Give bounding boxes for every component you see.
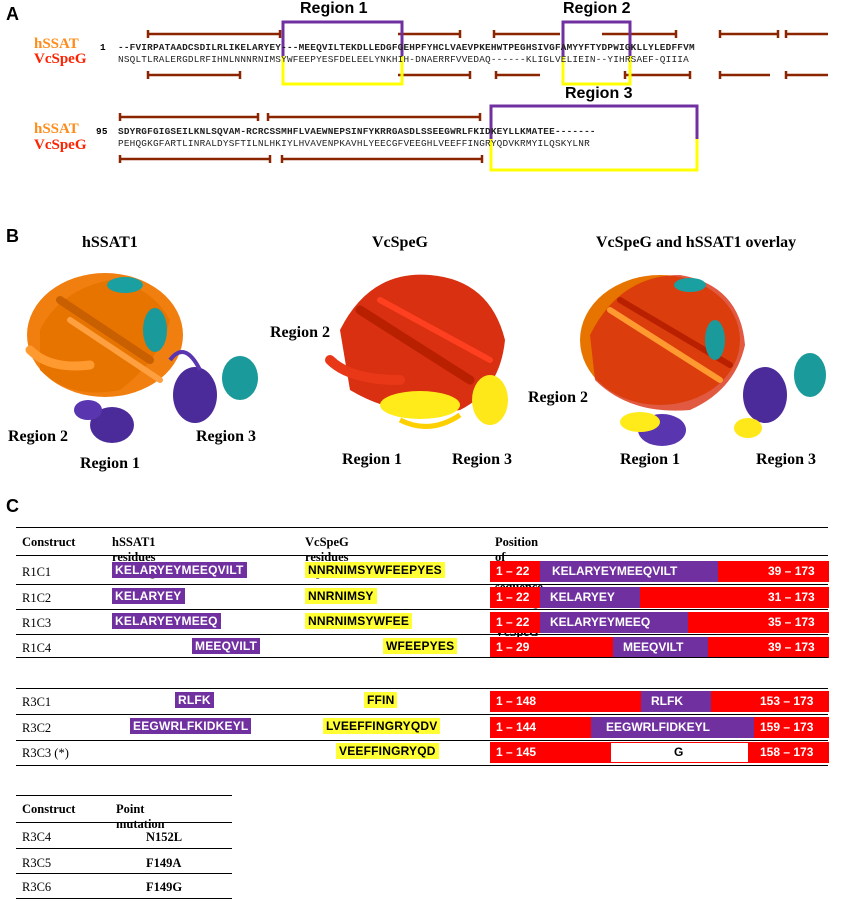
seq-name-hssat-1: hSSAT [34,36,79,52]
vcspeg-region-2-label: Region 2 [270,324,330,341]
overlay-region-1-label: Region 1 [620,451,680,468]
exchanged-residues: RLFK [175,692,214,708]
region-2-box-top [561,20,632,56]
position-right: 153 – 173 [760,694,814,708]
point-header-mutation: Point mutation [116,802,165,831]
table-row-name: R3C3 (*) [22,746,69,760]
replaced-residues: LVEEFFINGRYQDV [323,718,441,734]
point-row-name: R3C4 [22,830,52,844]
position-mid: EEGWRLFIDKEYL [606,720,710,734]
position-left: 1 – 22 [496,590,530,604]
table-row-name: R1C4 [22,641,52,655]
seq-name-vcspeg-2: VcSpeG [34,137,87,153]
position-left: 1 – 144 [496,720,537,734]
position-right: 159 – 173 [760,720,814,734]
block1-bottom-seq: NSQLTLRALERGDLRFIHNLNNNRNIMSYWFEEPYESFDE… [118,54,689,65]
replaced-residues: FFIN [364,692,398,708]
hssat1-region-1-label: Region 1 [80,455,140,472]
vcspeg-title: VcSpeG [372,234,428,251]
exchanged-residues: KELARYEYMEEQVILT [112,562,247,578]
overlay-region-2-label: Region 2 [528,389,588,406]
region-2-box-bottom [561,56,632,86]
vcspeg-region-1-label: Region 1 [342,451,402,468]
replaced-residues: NNRNIMSYWFEE [305,613,413,629]
region-1-box-bottom [281,56,404,86]
panel-b-letter: B [6,226,19,246]
block1-start: 1 [100,42,106,53]
position-left: 1 – 22 [496,615,530,629]
region-3-label: Region 3 [565,85,633,102]
seq-name-vcspeg-1: VcSpeG [34,51,87,67]
replaced-residues: NNRNIMSY [305,588,377,604]
hssat1-structure [25,273,258,443]
position-mid: KELARYEYMEEQ [550,615,651,629]
hssat1-title: hSSAT1 [82,234,138,251]
block2-bottom-seq: PEHQGKGFARTLINRALDYSFTILNLHKIYLHVAVENPKA… [118,138,590,149]
position-mid: KELARYEYMEEQVILT [552,564,678,578]
position-right: 158 – 173 [760,745,814,759]
overlay-structure [580,275,826,446]
block2-top-seq: SDYRGFGIGSEILKNLSQVAM-RCRCSSMHFLVAEWNEPS… [118,126,596,137]
hssat1-region-3-label: Region 3 [196,428,256,445]
table-row-name: R1C2 [22,591,52,605]
hssat1-region-2-label: Region 2 [8,428,68,445]
position-right: 39 – 173 [768,564,815,578]
point-row-mutation: N152L [146,830,183,844]
region-3-box-top [489,104,699,139]
overlay-title: VcSpeG and hSSAT1 overlay [596,234,797,251]
table-row-name: R1C1 [22,565,52,579]
vcspeg-region-3-label: Region 3 [452,451,512,468]
table-row-name: R3C2 [22,721,52,735]
protein-structures-image [25,273,826,446]
position-left: 1 – 29 [496,640,530,654]
block1-top-seq: --FVIRPATAADCSDILRLIKELARYEY---MEEQVILTE… [118,42,695,53]
replaced-residues: WFEEPYES [383,638,458,654]
point-row-name: R3C6 [22,880,52,894]
panel-a-letter: A [6,4,19,24]
block2-start: 95 [96,126,108,137]
secondary-structure-brackets [118,30,828,163]
replaced-residues: VEEFFINGRYQD [336,743,439,759]
region-2-label: Region 2 [563,0,631,17]
position-right: 39 – 173 [768,640,815,654]
table-row-name: R3C1 [22,695,52,709]
position-mid: G [674,745,684,759]
position-mid: MEEQVILT [623,640,684,654]
panel-c-letter: C [6,496,19,516]
alignment-overlay [118,20,828,172]
exchanged-residues: KELARYEYMEEQ [112,613,221,629]
table-row-name: R1C3 [22,616,52,630]
point-header-construct: Construct [22,802,76,816]
position-right: 35 – 173 [768,615,815,629]
overlay-region-3-label: Region 3 [756,451,816,468]
region-3-box-bottom [489,139,699,172]
point-row-name: R3C5 [22,856,52,870]
point-row-mutation: F149G [146,880,183,894]
region-1-label: Region 1 [300,0,368,17]
region-1-box-top [281,20,404,56]
position-mid: RLFK [651,694,683,708]
seq-name-hssat-2: hSSAT [34,121,79,137]
header-construct: Construct [22,535,76,549]
exchanged-residues: KELARYEY [112,588,185,604]
point-row-mutation: F149A [146,856,182,870]
exchanged-residues: EEGWRLFKIDKEYL [130,718,252,734]
position-mid: KELARYEY [550,590,615,604]
position-left: 1 – 22 [496,564,530,578]
replaced-residues: NNRNIMSYWFEEPYES [305,562,445,578]
exchanged-residues: MEEQVILT [192,638,261,654]
vcspeg-structure [325,274,508,429]
position-left: 1 – 145 [496,745,537,759]
position-left: 1 – 148 [496,694,537,708]
position-right: 31 – 173 [768,590,815,604]
